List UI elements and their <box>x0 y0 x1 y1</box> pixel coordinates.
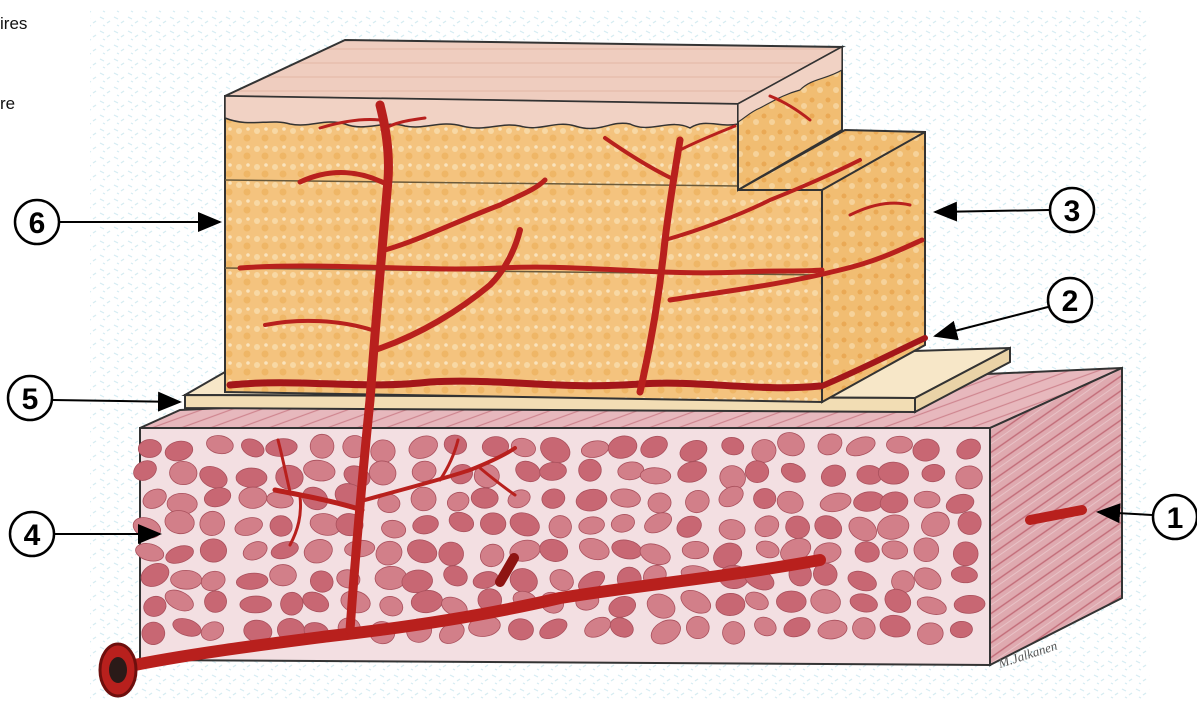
callout-3-label: 3 <box>1064 195 1081 228</box>
muscle-fiber <box>914 491 940 508</box>
muscle-fiber <box>239 487 267 509</box>
muscle-fiber <box>953 542 978 566</box>
callout-5-label: 5 <box>22 383 39 416</box>
muscle-fiber <box>776 591 806 612</box>
muscle-fiber <box>170 570 201 589</box>
muscle-fiber <box>236 468 267 487</box>
callout-1-label: 1 <box>1167 502 1184 535</box>
callout-6-label: 6 <box>29 207 46 240</box>
muscle-fiber <box>682 541 709 559</box>
callout-4-label: 4 <box>24 519 41 552</box>
muscle-fiber <box>240 596 272 613</box>
muscle-fiber <box>169 461 197 485</box>
muscle-fiber <box>269 564 296 586</box>
muscle-fiber <box>886 436 912 453</box>
muscle-fiber <box>370 439 395 463</box>
muscle-block <box>130 368 1122 665</box>
callout-2-label: 2 <box>1062 285 1079 318</box>
